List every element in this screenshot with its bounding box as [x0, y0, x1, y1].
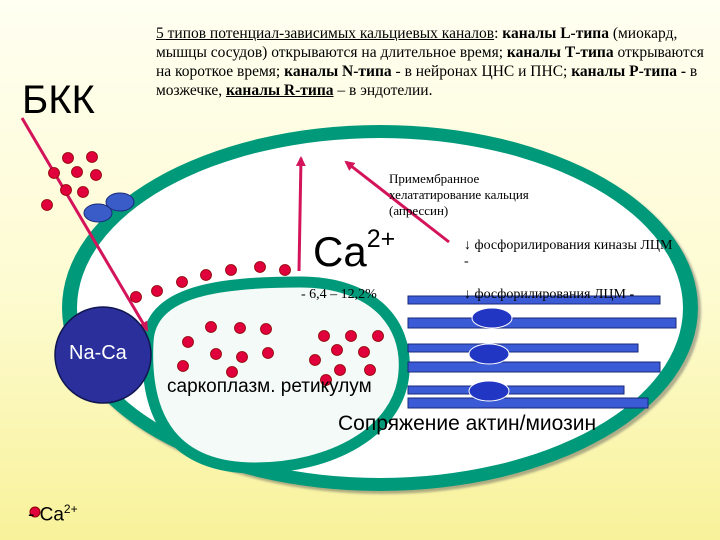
thick-filament [407, 397, 649, 409]
calcium-ion-dot [260, 323, 272, 335]
bkk-label: БКК [22, 78, 95, 122]
calcium-ion-dot [358, 346, 370, 358]
sr-label: саркоплазм. ретикулум [167, 376, 372, 397]
calcium-ion-dot [372, 330, 384, 342]
na-ca-exchanger [54, 306, 152, 404]
calcium-ion-dot [151, 285, 163, 297]
calcium-ion-dot [234, 322, 246, 334]
legend-charge: 2+ [63, 502, 78, 516]
kinase-phosphorylation-text: ↓ фосфорилирования киназы ЛЦМ - [464, 238, 673, 269]
calcium-ions [41, 151, 384, 386]
calcium-ion-dot [41, 199, 53, 211]
calcium-ion-dot [364, 364, 376, 376]
legend-calcium-dot [29, 506, 41, 518]
calcium-ion-dot [262, 347, 274, 359]
calcium-ion-dot [254, 261, 266, 273]
mlc-phosphorylation-text: ↓ фосфорилирования ЛЦМ - [464, 287, 635, 302]
calcium-ion-dot [177, 360, 189, 372]
heading-part: каналы R-типа [225, 82, 334, 99]
calcium-ion-dot [279, 264, 291, 276]
calcium-percent: - 6,4 – 12,2% [301, 287, 377, 302]
thin-filament [407, 385, 625, 395]
heading-part: 5 типов потенциал-зависимых кальциевых к… [156, 25, 495, 42]
heading-part: открываются на короткое время; [156, 44, 704, 80]
arrow-to-heading-right [344, 160, 450, 244]
calcium-ion-dot [60, 184, 72, 196]
calcium-ion-dot [86, 151, 98, 163]
calcium-ion-dot [345, 330, 357, 342]
arrow-to-heading-left [295, 156, 306, 272]
heading-part: каналы L-типа [502, 25, 609, 42]
actomyosin-label: Сопряжение актин/миозин [338, 412, 597, 435]
heading-part: каналы Р-типа - [571, 63, 687, 80]
calcium-ion-dot [309, 354, 321, 366]
thin-filament [407, 343, 639, 353]
heading-part: каналы N-типа [284, 63, 392, 80]
heading-part: каналы Т-типа [506, 44, 614, 61]
heading-text: 5 типов потенциал-зависимых кальциевых к… [156, 24, 716, 100]
heading-part: : [494, 25, 503, 42]
calcium-ion-dot [48, 167, 60, 179]
calcium-ion-dot [200, 269, 212, 281]
calcium-charge: 2+ [366, 225, 396, 253]
calcium-ion-dot [90, 169, 102, 181]
thick-filament [407, 361, 661, 373]
calcium-ion-dot [226, 366, 238, 378]
na-ca-label: Na-Ca [69, 342, 127, 364]
heading-part: (миокард, мышцы сосудов) открываются на … [156, 25, 678, 61]
heading-part: – в эндотелии. [333, 82, 433, 99]
calcium-symbol-text: Ca [313, 228, 367, 275]
calcium-ion-dot [318, 330, 330, 342]
calcium-ion-dot [320, 374, 332, 386]
myosin-head [468, 343, 510, 365]
thin-filament [407, 295, 661, 305]
actomyosin-filaments [407, 295, 677, 409]
legend: - Ca2+ [28, 502, 78, 526]
myosin-head [471, 307, 513, 329]
calcium-ion-dot [130, 291, 142, 303]
calcium-symbol: Ca2+ [313, 225, 396, 276]
calcium-ion-dot [71, 166, 83, 178]
calcium-ion-dot [210, 348, 222, 360]
calcium-ion-dot [62, 152, 74, 164]
calcium-ion-dot [236, 351, 248, 363]
heading-part: в мозжечке, [156, 63, 698, 99]
heading-part: - в нейронах ЦНС и ПНС; [391, 63, 572, 80]
calcium-ion-dot [77, 186, 89, 198]
chelation-text: Примембранное хелататирование кальция (а… [389, 171, 529, 218]
calcium-channel [83, 192, 135, 223]
channel-ellipse-left [83, 203, 113, 223]
calcium-ion-dot [225, 264, 237, 276]
channel-ellipse-right [105, 192, 135, 212]
calcium-ion-dot [331, 344, 343, 356]
myosin-head [468, 380, 510, 402]
legend-text: - Ca [28, 504, 64, 526]
calcium-ion-dot [182, 336, 194, 348]
calcium-ion-dot [205, 321, 217, 333]
calcium-ion-dot [176, 276, 188, 288]
thick-filament [407, 317, 677, 329]
arrow-channel-into-cell [20, 117, 149, 332]
calcium-ion-dot [334, 364, 346, 376]
